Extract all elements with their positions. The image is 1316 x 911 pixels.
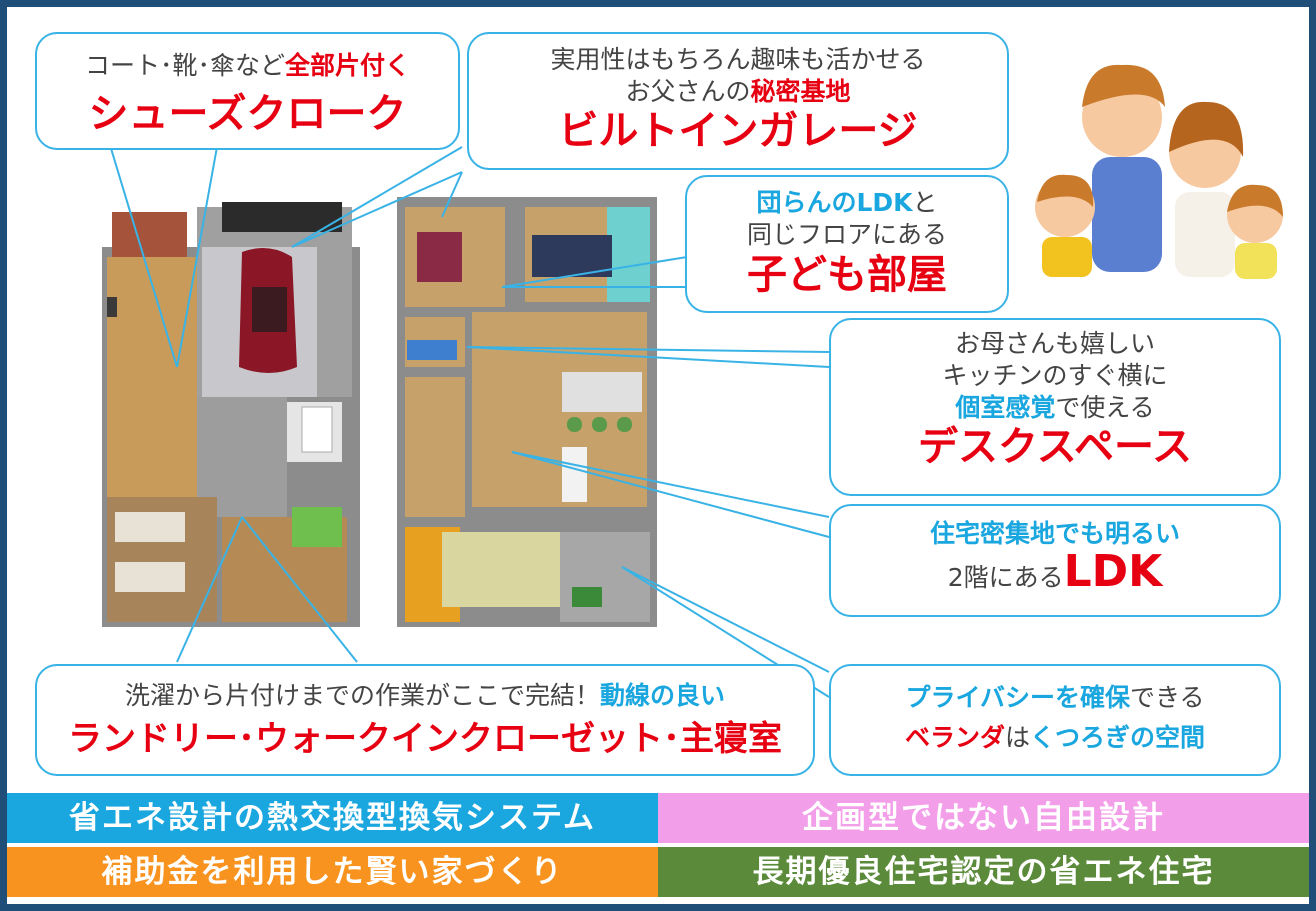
- feature-bar-ventilation: 省エネ設計の熱交換型換気システム: [7, 793, 658, 843]
- garage-line1: 実用性はもちろん趣味も活かせる: [550, 45, 926, 74]
- upper-floor-plan: [397, 197, 657, 627]
- shoes-line1b: 全部片付く: [285, 51, 411, 80]
- callout-veranda: プライバシーを確保できる ベランダはくつろぎの空間: [829, 664, 1281, 776]
- laundry-line1b: 動線の良い: [600, 681, 726, 710]
- callout-laundry-closet: 洗濯から片付けまでの作業がここで完結！動線の良い ランドリー･ウォークインクロー…: [35, 664, 815, 776]
- garage-line2b: 秘密基地: [750, 77, 851, 106]
- desk-line1: お母さんも嬉しい: [954, 329, 1155, 358]
- ldk-line2b: LDK: [1063, 546, 1163, 597]
- garage-line2a: お父さんの: [625, 77, 751, 106]
- laundry-line1a: 洗濯から片付けまでの作業がここで完結！: [124, 681, 600, 710]
- ldk-line2a: 2階にある: [947, 563, 1064, 592]
- veranda-line2c: くつろぎの空間: [1030, 723, 1206, 752]
- kids-line2: 同じフロアにある: [746, 220, 947, 249]
- ground-floor-plan: [102, 202, 360, 627]
- callout-desk-space: お母さんも嬉しい キッチンのすぐ横に 個室感覚で使える デスクスペース: [829, 318, 1281, 496]
- callout-kids-room: 団らんのLDKと 同じフロアにある 子ども部屋: [685, 175, 1009, 313]
- callout-ldk: 住宅密集地でも明るい 2階にあるLDK: [829, 504, 1281, 617]
- kids-line1a: 団らんのLDK: [756, 188, 913, 217]
- feature-bar-free-design: 企画型ではない自由設計: [658, 793, 1309, 843]
- desk-line2: キッチンのすぐ横に: [942, 361, 1168, 390]
- kids-title: 子ども部屋: [747, 252, 947, 298]
- feature-bar-subsidy: 補助金を利用した賢い家づくり: [7, 847, 658, 897]
- ldk-line1: 住宅密集地でも明るい: [929, 519, 1180, 548]
- feature-bar-long-life-housing: 長期優良住宅認定の省エネ住宅: [658, 847, 1309, 897]
- family-illustration: [1035, 64, 1283, 279]
- veranda-line1a: プライバシーを確保: [905, 683, 1130, 712]
- flyer-frame: コート･靴･傘など全部片付く シューズクローク 実用性はもちろん趣味も活かせる …: [7, 7, 1309, 904]
- veranda-line1b: できる: [1130, 683, 1205, 712]
- garage-title: ビルトインガレージ: [558, 108, 918, 154]
- laundry-title: ランドリー･ウォークインクローゼット･主寝室: [68, 719, 782, 759]
- shoes-line1a: コート･靴･傘など: [84, 51, 285, 80]
- callout-shoes-cloak: コート･靴･傘など全部片付く シューズクローク: [35, 32, 460, 150]
- leader-lines: [96, 101, 830, 698]
- desk-title: デスクスペース: [918, 424, 1192, 470]
- callout-built-in-garage: 実用性はもちろん趣味も活かせる お父さんの秘密基地 ビルトインガレージ: [467, 32, 1009, 170]
- desk-line3b: で使える: [1055, 393, 1155, 422]
- veranda-line2b: は: [1004, 723, 1030, 752]
- kids-line1b: と: [912, 188, 938, 217]
- shoes-title: シューズクローク: [88, 91, 407, 137]
- desk-line3a: 個室感覚: [955, 393, 1056, 422]
- floorplan-illustration: [96, 64, 1283, 698]
- veranda-line2a: ベランダ: [904, 723, 1005, 752]
